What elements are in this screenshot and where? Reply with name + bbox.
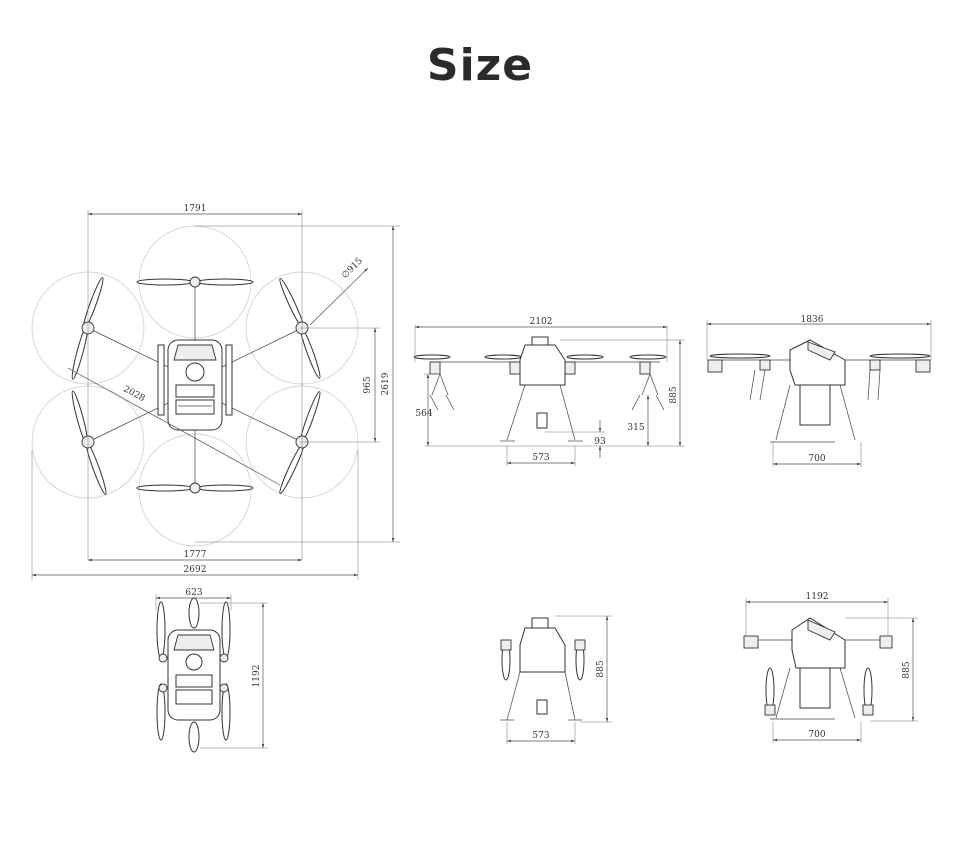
- ground-clearance-label: 93: [594, 437, 606, 447]
- top-width-label: 1791: [184, 204, 207, 214]
- folded-side-width-label: 1192: [806, 592, 829, 602]
- front-view: 2102 885 564 93 315 573: [413, 317, 685, 466]
- front-span-label: 2102: [530, 317, 553, 327]
- top-view: 1791 ∅915 2028 965 2619 1777 2692: [31, 204, 400, 580]
- folded-side-height-label: 885: [902, 661, 912, 678]
- front-height-label: 885: [669, 386, 679, 403]
- diagonal-label: 2028: [121, 384, 146, 404]
- front-gear-width-label: 573: [532, 453, 549, 463]
- total-width-label: 2692: [184, 565, 207, 575]
- nozzle-height-label: 315: [627, 423, 644, 433]
- body-height-label: 965: [363, 376, 373, 393]
- gear-height-label: 564: [415, 409, 432, 419]
- side-span-label: 1836: [801, 315, 824, 325]
- side-view: 1836 700: [706, 315, 932, 467]
- folded-top-view: 623 1192: [155, 588, 268, 753]
- folded-side-gear-width-label: 700: [808, 730, 825, 740]
- folded-front-view: 885 573: [500, 615, 612, 744]
- folded-front-height-label: 885: [596, 660, 606, 677]
- folded-front-gear-width-label: 573: [532, 731, 549, 741]
- side-gear-width-label: 700: [808, 454, 825, 464]
- inner-width-label: 1777: [184, 550, 207, 560]
- page-title: Size: [426, 40, 534, 91]
- total-height-label: 2619: [381, 372, 391, 395]
- folded-side-view: 1192 885 700: [743, 592, 918, 743]
- folded-width-label: 623: [185, 588, 202, 598]
- folded-length-label: 1192: [252, 665, 262, 688]
- prop-diameter-label: ∅915: [340, 256, 365, 281]
